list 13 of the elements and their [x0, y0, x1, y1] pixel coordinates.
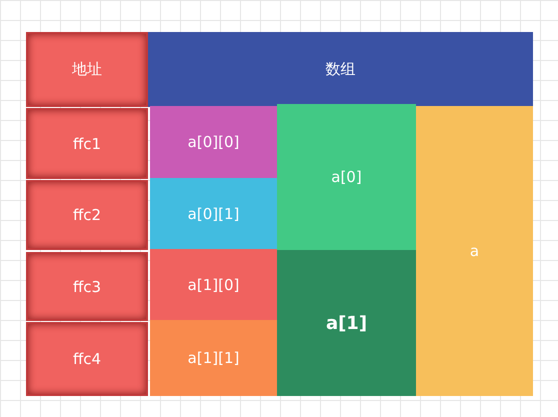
address-cell: ffc4	[26, 322, 148, 396]
address-cell: ffc3	[26, 252, 148, 321]
element-cell: a[0][0]	[150, 106, 277, 178]
array-block: a	[416, 106, 533, 396]
element-cell: a[0][1]	[150, 178, 277, 249]
element-cell: a[1][0]	[150, 249, 277, 320]
element-cell: a[1][1]	[150, 320, 277, 396]
address-cell: ffc2	[26, 180, 148, 250]
row-block: a[1]	[277, 250, 416, 396]
address-cell: ffc1	[26, 108, 148, 179]
array-header-cell: 数组	[148, 32, 533, 107]
address-header-cell: 地址	[26, 32, 148, 107]
row-block: a[0]	[277, 104, 416, 250]
